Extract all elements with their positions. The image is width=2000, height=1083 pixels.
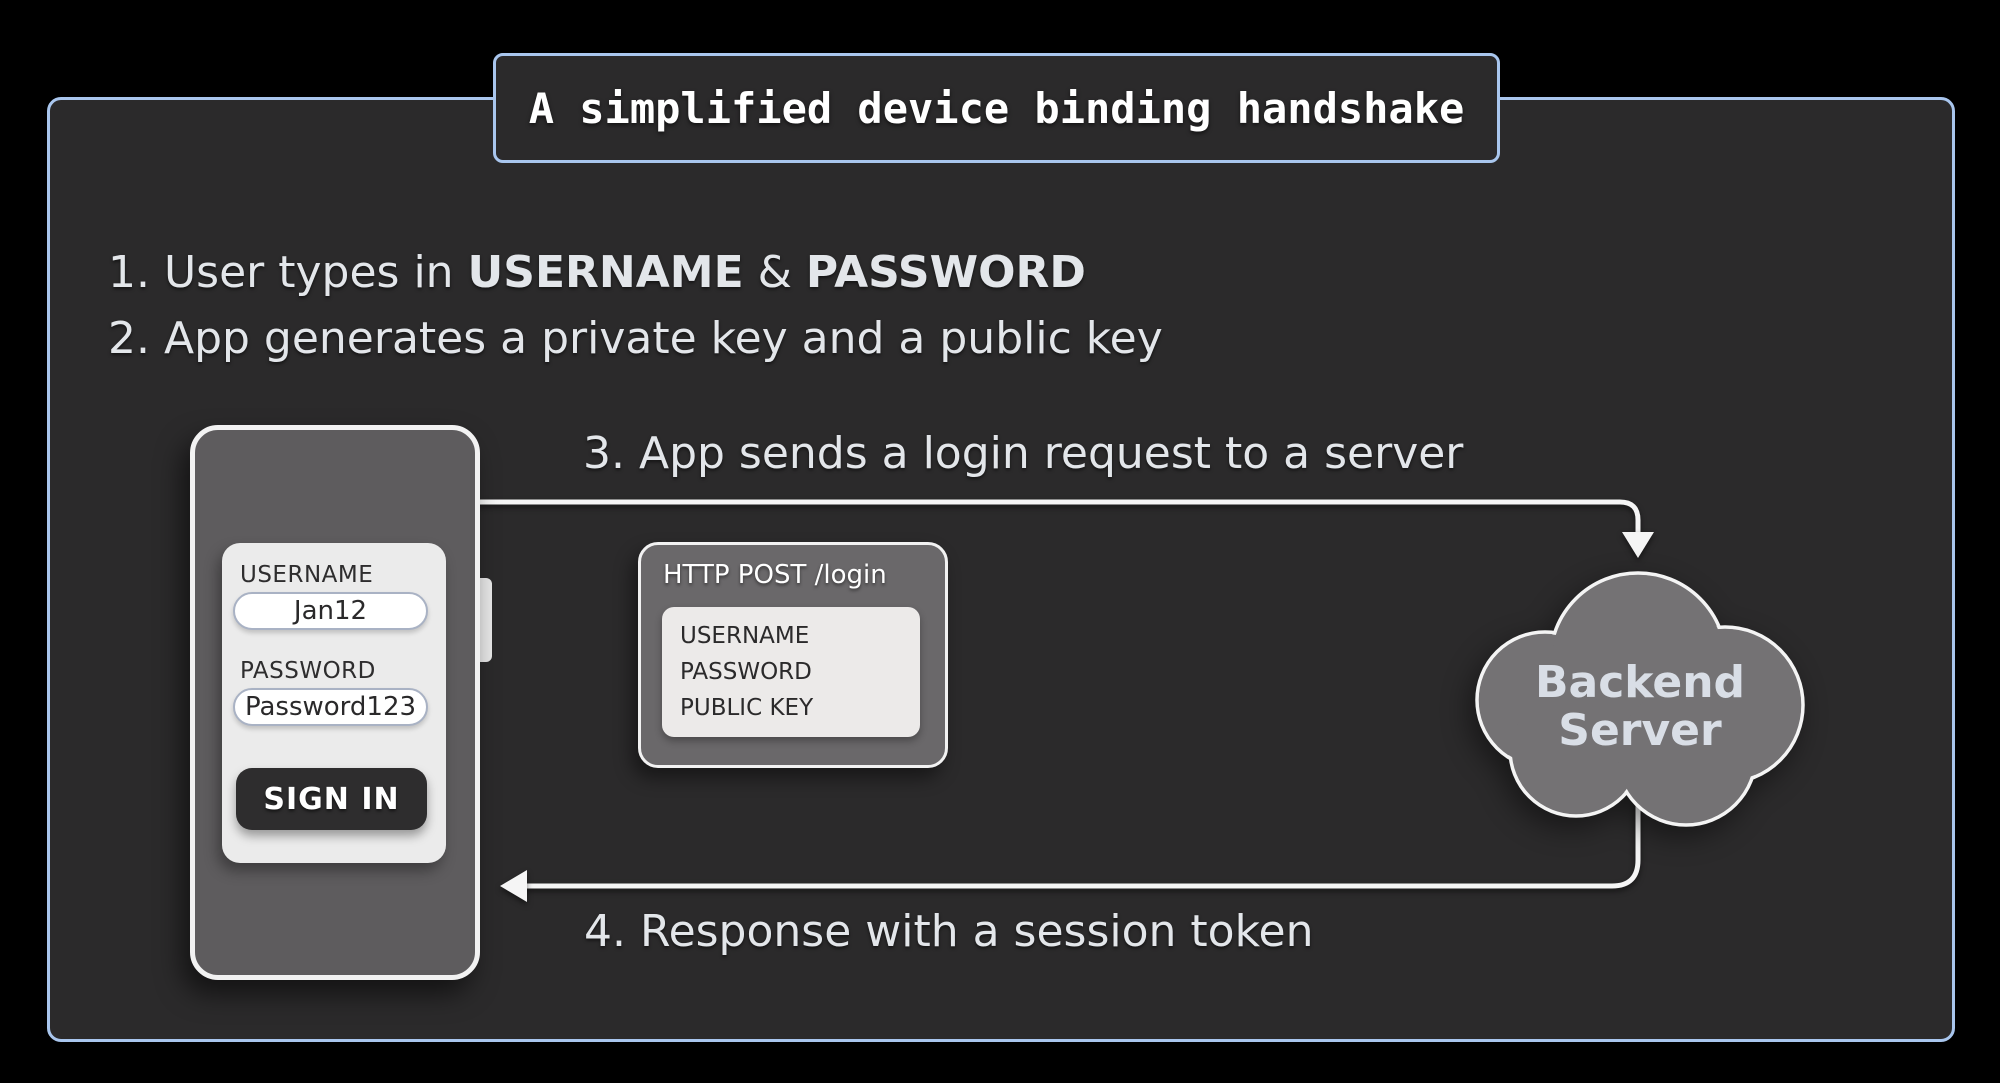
diagram-title: A simplified device binding handshake: [528, 83, 1465, 133]
password-label: PASSWORD: [240, 658, 376, 684]
username-value: Jan12: [293, 596, 368, 626]
step-3-text: 3. App sends a login request to a server: [583, 428, 1464, 479]
backend-server-label-line1: Backend: [1535, 657, 1745, 708]
sign-in-button[interactable]: SIGN IN: [236, 768, 427, 830]
step-4-text: 4. Response with a session token: [584, 906, 1314, 957]
http-request-title: HTTP POST /login: [663, 560, 887, 590]
request-payload-box: USERNAME PASSWORD PUBLIC KEY: [662, 607, 920, 737]
step-1-username-bold: USERNAME: [467, 247, 744, 298]
step-2-text: 2. App generates a private key and a pub…: [108, 313, 1163, 364]
backend-server-cloud: Backend Server: [1475, 571, 1805, 827]
password-input[interactable]: Password123: [233, 688, 428, 726]
username-input[interactable]: Jan12: [233, 592, 428, 630]
backend-server-label-line2: Server: [1558, 705, 1722, 756]
payload-password: PASSWORD: [680, 658, 812, 685]
payload-username: USERNAME: [680, 622, 810, 649]
payload-public-key: PUBLIC KEY: [680, 694, 814, 721]
title-box: A simplified device binding handshake: [493, 53, 1500, 163]
password-value: Password123: [244, 692, 417, 722]
username-label: USERNAME: [240, 562, 374, 588]
step-1-text: 1. User types in USERNAME & PASSWORD: [108, 247, 1086, 298]
steps-1-2: 1. User types in USERNAME & PASSWORD 2. …: [108, 240, 1163, 372]
step-1-password-bold: PASSWORD: [805, 247, 1086, 298]
